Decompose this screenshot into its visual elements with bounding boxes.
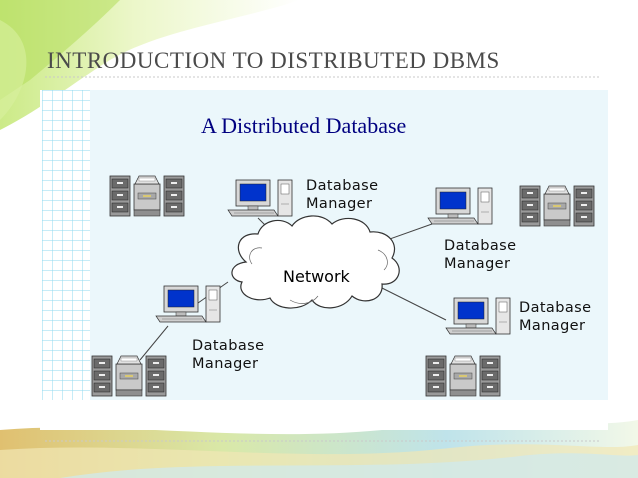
node-label-line2: Manager xyxy=(192,356,258,372)
node-label-line2: Manager xyxy=(444,256,510,272)
node-label-line1: Database xyxy=(306,178,378,194)
workstation-icon xyxy=(155,285,221,323)
network-cloud xyxy=(231,215,400,309)
node-label-line2: Manager xyxy=(519,318,585,334)
workstation-icon xyxy=(227,179,293,217)
node-bottom-left: Database Manager xyxy=(92,285,264,396)
node-label-line1: Database xyxy=(444,238,516,254)
server-cluster-icon xyxy=(426,356,500,396)
server-cluster-icon xyxy=(520,186,594,226)
node-label-line1: Database xyxy=(519,300,591,316)
node-top-left: Database Manager xyxy=(110,176,378,217)
server-cluster-icon xyxy=(92,356,166,396)
diagram-title: A Distributed Database xyxy=(201,113,406,138)
node-label-line1: Database xyxy=(192,338,264,354)
workstation-icon xyxy=(445,297,511,335)
node-top-right: Database Manager xyxy=(427,186,594,272)
server-cluster-icon xyxy=(110,176,184,216)
node-bottom-right: Database Manager xyxy=(426,297,591,396)
slide-title: INTRODUCTION TO DISTRIBUTED DBMS xyxy=(47,48,500,73)
node-label-line2: Manager xyxy=(306,196,372,212)
network-label: Network xyxy=(283,267,351,286)
workstation-icon xyxy=(427,187,493,225)
